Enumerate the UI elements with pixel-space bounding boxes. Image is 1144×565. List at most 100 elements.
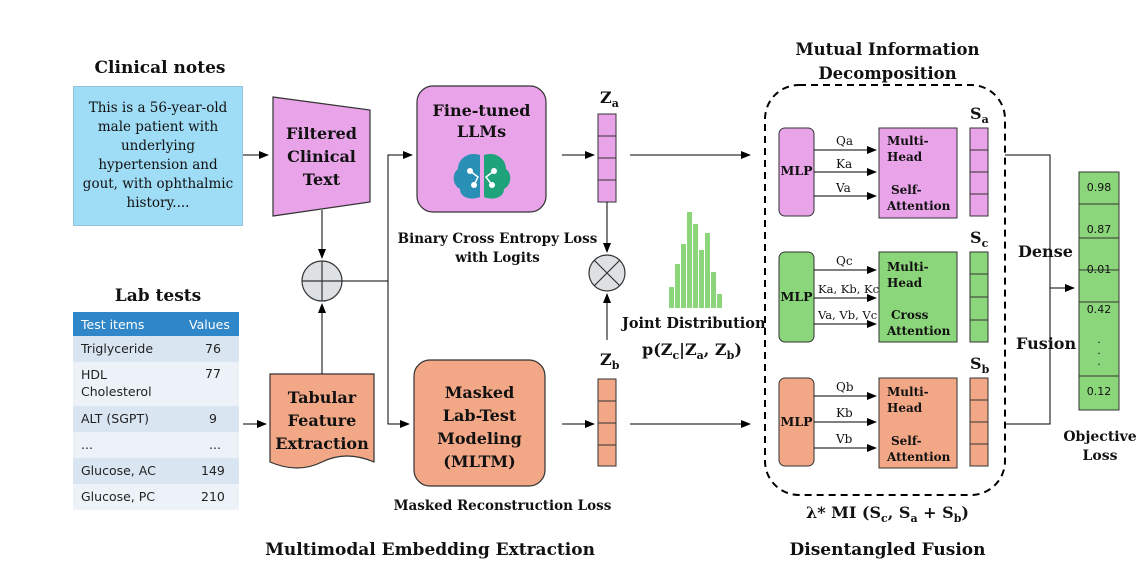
clinical-notes-title: Clinical notes — [94, 58, 226, 78]
joint-distribution-histogram — [669, 212, 722, 308]
attention-label: Multi- Head — [887, 259, 929, 291]
table-row: Glucose, AC 149 — [73, 458, 239, 484]
sb-label: Sb — [970, 354, 990, 377]
test-item: Glucose, PC — [73, 484, 181, 510]
label-line: Attention — [887, 324, 951, 338]
objective-column — [1078, 171, 1120, 411]
test-item-line: Cholesterol — [81, 384, 152, 399]
title-line: Mutual Information — [795, 40, 980, 59]
test-value: 149 — [181, 458, 239, 484]
test-item: HDL Cholesterol — [73, 362, 181, 406]
zb-embedding — [597, 378, 617, 467]
q-label: Qc — [836, 254, 853, 268]
lab-tests-title: Lab tests — [114, 286, 202, 306]
label-line: LLMs — [456, 122, 507, 141]
block-b — [778, 377, 989, 469]
filtered-text-shape — [272, 96, 371, 217]
sa-label: Sa — [970, 104, 989, 127]
lab-tests-table: Test items Values Triglyceride 76 HDL Ch… — [73, 312, 239, 510]
objective-value: 0.87 — [1086, 223, 1112, 236]
label-line: Attention — [887, 199, 951, 213]
mlp-label: MLP — [780, 414, 813, 429]
column-header: Values — [181, 312, 239, 336]
label-line: Attention — [887, 450, 951, 464]
table-row: HDL Cholesterol 77 — [73, 362, 239, 406]
label-line: Extraction — [275, 434, 369, 453]
test-value: 77 — [181, 362, 239, 406]
k-label: Ka, Kb, Kc — [818, 282, 880, 296]
note-line: underlying — [120, 138, 196, 154]
label-line: Text — [302, 170, 341, 189]
dense-label: Dense — [1018, 242, 1073, 261]
k-label: Ka — [836, 157, 853, 171]
llm-label: Fine-tuned LLMs — [417, 100, 546, 142]
mlp-label: MLP — [780, 163, 813, 178]
mi-formula: λ* MI (Sc, Sa + Sb) — [806, 503, 969, 526]
sc-label: Sc — [970, 228, 989, 251]
k-label: Kb — [836, 406, 853, 420]
label-line: Lab-Test — [442, 406, 517, 425]
table-row: Glucose, PC 210 — [73, 484, 239, 510]
attention-label: Multi- Head — [887, 133, 929, 165]
label-line: Binary Cross Entropy Loss — [397, 231, 598, 247]
tabular-shape — [269, 373, 375, 469]
mi-title: Mutual Information Decomposition — [770, 38, 1005, 86]
mlp-label: MLP — [780, 289, 813, 304]
joint-distribution-label: Joint Distribution — [622, 315, 766, 332]
note-line: gout, with ophthalmic — [82, 176, 234, 192]
label-line: Filtered — [286, 124, 357, 143]
fusion-label: Fusion — [1016, 334, 1077, 353]
label-line: Self- — [891, 434, 922, 448]
table-row: ALT (SGPT) 9 — [73, 406, 239, 432]
mltm-box — [413, 359, 546, 487]
label-line: Clinical — [287, 147, 356, 166]
filtered-text-label: Filtered Clinical Text — [273, 122, 370, 191]
objective-loss-label: Objective Loss — [1060, 428, 1140, 466]
v-label: Vb — [836, 432, 853, 446]
label-line: Multi- — [887, 260, 929, 274]
test-item: Triglyceride — [73, 336, 181, 362]
objective-value: 0.12 — [1086, 385, 1112, 398]
label-line: Tabular — [287, 388, 357, 407]
brain-icon — [453, 153, 511, 199]
llm-box — [416, 85, 547, 213]
section-left-title: Multimodal Embedding Extraction — [265, 540, 595, 560]
label-line: Masked — [444, 383, 515, 402]
zb-label: Zb — [600, 350, 620, 373]
table-row: ... ... — [73, 432, 239, 458]
clinical-notes-box: This is a 56-year-old male patient with … — [73, 86, 243, 226]
label-line: Head — [887, 276, 923, 290]
v-label: Va — [836, 181, 851, 195]
label-line: Head — [887, 401, 923, 415]
label-line: Cross — [891, 308, 929, 322]
label-line: Modeling — [437, 429, 522, 448]
test-item: Glucose, AC — [73, 458, 181, 484]
ellipsis-dot: . — [1097, 333, 1101, 346]
table-row: Triglyceride 76 — [73, 336, 239, 362]
note-line: male patient with — [97, 119, 219, 135]
test-item-line: HDL — [81, 367, 107, 382]
mltm-loss-label: Masked Reconstruction Loss — [393, 498, 612, 514]
q-label: Qa — [836, 134, 853, 148]
label-line: with Logits — [455, 250, 540, 266]
label-line: Self- — [891, 183, 922, 197]
attention-label: Multi- Head — [887, 384, 929, 416]
section-right-title: Disentangled Fusion — [789, 540, 986, 560]
note-line: This is a 56-year-old — [88, 100, 228, 116]
note-line: history.... — [126, 195, 190, 211]
block-c — [778, 251, 989, 343]
label-line: Objective — [1063, 429, 1137, 445]
attention-label: Self- Attention — [887, 182, 950, 214]
joint-formula: p(Zc|Za, Zb) — [642, 340, 742, 363]
label-line: Head — [887, 150, 923, 164]
note-line: hypertension and — [98, 157, 218, 173]
objective-ellipsis: . . . — [1079, 334, 1119, 367]
label-line: Multi- — [887, 385, 929, 399]
za-label: Za — [600, 88, 619, 111]
objective-value: 0.98 — [1086, 181, 1112, 194]
bce-loss-label: Binary Cross Entropy Loss with Logits — [390, 230, 605, 268]
objective-value: 0.42 — [1086, 303, 1112, 316]
title-line: Decomposition — [818, 64, 957, 83]
concat-symbol — [301, 260, 343, 302]
label-line: (MLTM) — [443, 452, 516, 471]
